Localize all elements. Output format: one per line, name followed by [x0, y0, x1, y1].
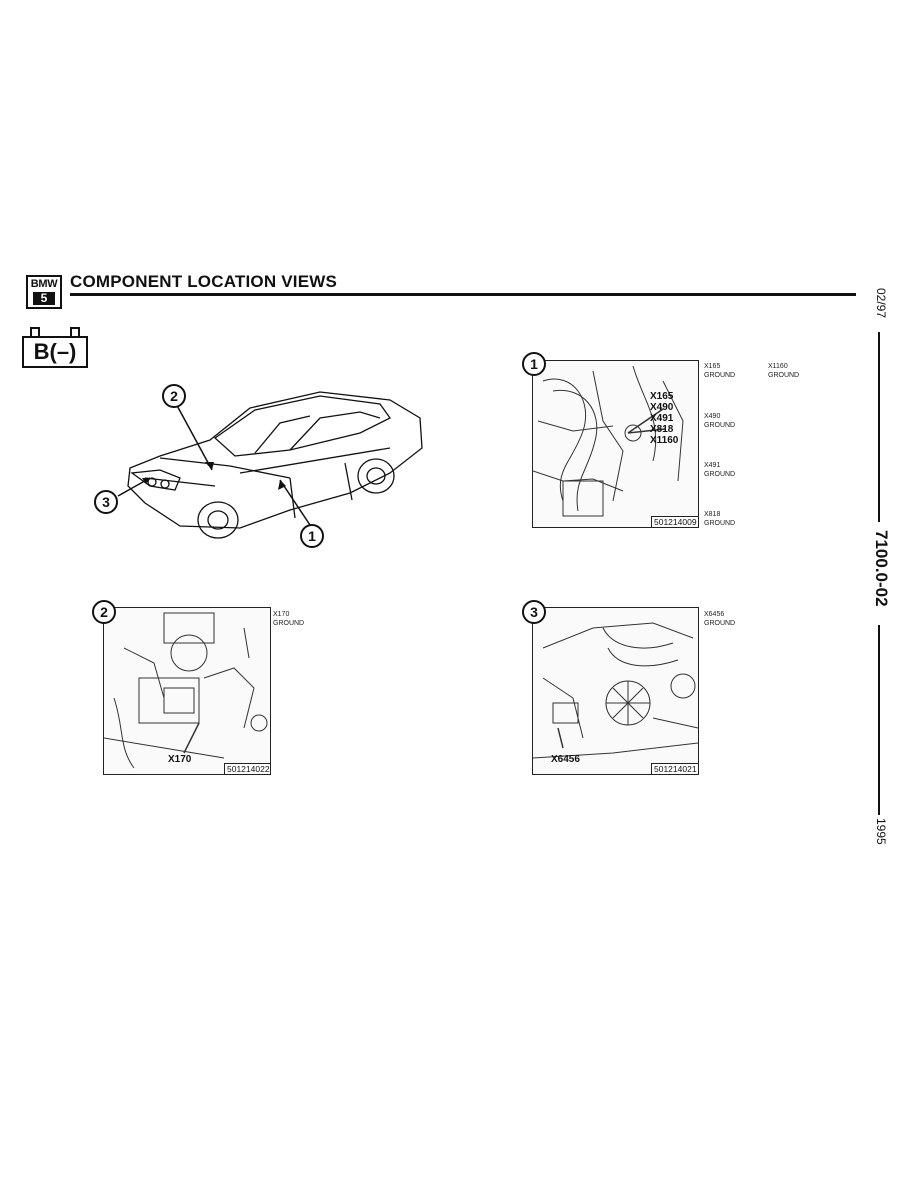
legend-id: X6456: [704, 611, 725, 618]
vehicle-overview: 2 3 1: [90, 378, 440, 548]
logo-brand-text: BMW: [30, 278, 58, 290]
overview-marker-2: 2: [162, 384, 186, 408]
fig1-legend-x1160: X1160 GROUND: [768, 362, 799, 380]
fig3-part-number: 501214021: [651, 763, 698, 774]
margin-year: 1995: [874, 818, 888, 845]
fig1-legend-x490: X490 GROUND: [704, 412, 735, 430]
fig1-callout-x1160: X1160: [650, 435, 679, 446]
legend-desc: GROUND: [704, 422, 736, 429]
logo-series-text: 5: [33, 292, 55, 305]
margin-rule-upper: [878, 332, 880, 522]
battery-ground-symbol: B(–): [22, 327, 92, 369]
margin-strip: 02/97 7100.0-02 1995: [868, 280, 892, 850]
title-underline: [70, 293, 856, 296]
legend-desc: GROUND: [704, 471, 736, 478]
car-illustration: [117, 391, 423, 539]
figure-3-drawing: [533, 622, 698, 759]
figure-2-number: 2: [92, 600, 116, 624]
fig1-callout-x818: X818: [650, 424, 674, 435]
battery-body: [22, 336, 88, 368]
fig1-part-number: 501214009: [651, 516, 698, 527]
legend-desc: GROUND: [704, 372, 736, 379]
fig1-callout-x490: X490: [650, 402, 674, 413]
fig3-legend-x6456: X6456 GROUND: [704, 610, 735, 628]
fig2-legend-x170: X170 GROUND: [273, 610, 304, 628]
legend-id: X490: [704, 413, 721, 420]
legend-desc: GROUND: [704, 520, 736, 527]
fig1-callout-x491: X491: [650, 413, 674, 424]
legend-desc: GROUND: [273, 620, 305, 627]
legend-desc: GROUND: [768, 372, 800, 379]
margin-manual-code: 7100.0-02: [872, 530, 891, 607]
figure-3-engine-photo: X6456 501214021: [532, 607, 699, 775]
battery-label: B(–): [33, 339, 77, 364]
figure-1-engine-photo: X165 X490 X491 X818 X1160 501214009: [532, 360, 699, 528]
figure-2-drawing: [104, 612, 268, 769]
bmw-5-series-logo: BMW 5: [26, 275, 62, 309]
legend-id: X1160: [768, 363, 788, 370]
fig1-legend-x491: X491 GROUND: [704, 461, 735, 479]
legend-id: X491: [704, 462, 721, 469]
legend-id: X165: [704, 363, 721, 370]
figure-1-number: 1: [522, 352, 546, 376]
figure-1-drawing: [533, 365, 684, 517]
legend-id: X818: [704, 511, 721, 518]
fig1-legend-x165: X165 GROUND: [704, 362, 735, 380]
figure-2-engine-photo: X170 501214022: [103, 607, 271, 775]
margin-date: 02/97: [874, 288, 888, 319]
overview-marker-1: 1: [300, 524, 324, 548]
fig1-callout-x165: X165: [650, 391, 674, 402]
fig2-part-number: 501214022: [224, 763, 270, 774]
battery-terminal-right: [70, 327, 80, 336]
margin-rule-lower: [878, 625, 880, 815]
legend-desc: GROUND: [704, 620, 736, 627]
battery-terminal-left: [30, 327, 40, 336]
figure-3-number: 3: [522, 600, 546, 624]
fig1-legend-x818: X818 GROUND: [704, 510, 735, 528]
page-title: COMPONENT LOCATION VIEWS: [70, 272, 338, 291]
legend-id: X170: [273, 611, 290, 618]
fig2-callout-x170: X170: [168, 754, 192, 765]
fig3-callout-x6456: X6456: [551, 754, 580, 765]
overview-marker-3: 3: [94, 490, 118, 514]
